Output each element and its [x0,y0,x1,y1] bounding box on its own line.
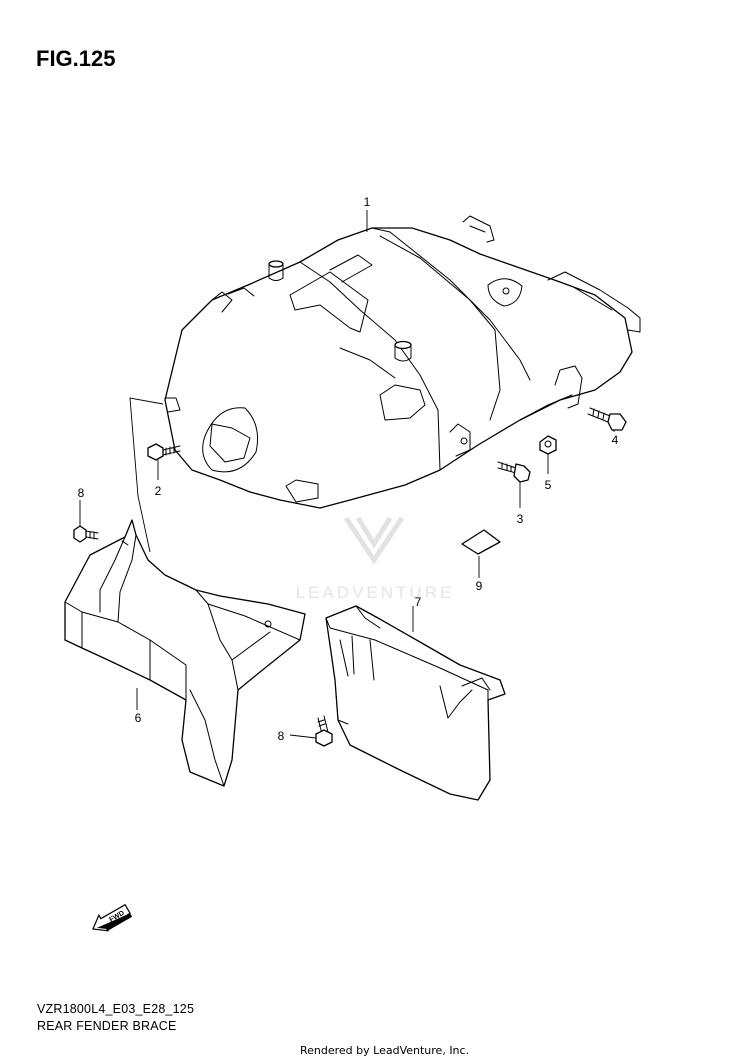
figure-title: FIG.125 [36,46,116,71]
callout-4: 4 [612,433,619,447]
callout-1: 1 [364,195,371,209]
callout-labels: 1 2 3 4 5 6 7 8 8 9 [78,195,619,743]
leadventure-logo-icon [343,516,405,565]
callout-8-right: 8 [278,729,285,743]
screw-8-right [315,715,333,747]
bolt-3 [497,461,531,483]
rendered-by-credit: Rendered by LeadVenture, Inc. [300,1044,470,1057]
cushion-pad-9 [461,529,501,555]
bolt-4 [587,407,627,431]
rear-fender-brace-7 [325,605,506,801]
callout-7: 7 [415,595,422,609]
rear-fender [164,215,641,509]
callout-2: 2 [155,484,162,498]
watermark-text: LEADVENTURE [296,583,455,602]
callout-5: 5 [545,478,552,492]
callout-3: 3 [517,512,524,526]
fwd-arrow-icon: FWD [92,903,133,932]
nut-5 [539,435,557,455]
callout-6: 6 [135,711,142,725]
leadventure-watermark: LEADVENTURE [296,516,455,602]
assembly-indicator-line [129,397,164,553]
leader-lines [79,210,615,739]
bolt-2 [147,443,181,461]
callout-8-left: 8 [78,486,85,500]
screw-8-left [73,525,99,543]
callout-9: 9 [476,579,483,593]
section-name: REAR FENDER BRACE [37,1019,177,1033]
rear-fender-brace-6 [64,519,306,787]
model-code: VZR1800L4_E03_E28_125 [37,1002,195,1016]
